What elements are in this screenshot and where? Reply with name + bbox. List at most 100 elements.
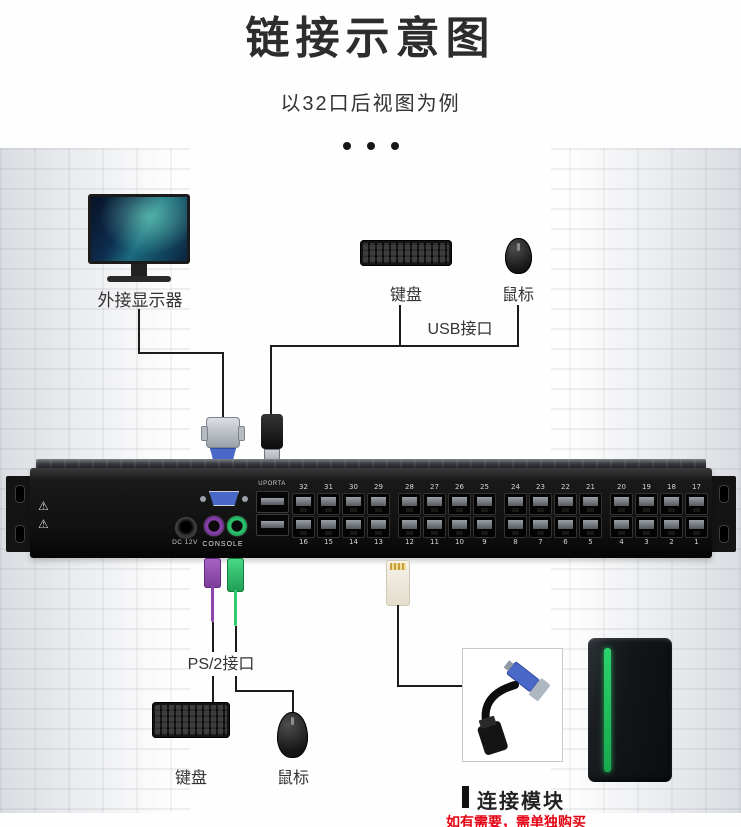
connector-line [399, 305, 401, 346]
port-number-top: 27 [430, 483, 439, 491]
port-number-bottom: 4 [619, 538, 624, 546]
ps2-keyboard-cable [211, 586, 214, 622]
ps2-mouse-port [226, 515, 248, 537]
dc-power-jack [175, 517, 197, 539]
module-label-bar [462, 786, 469, 808]
rj45-port [423, 516, 446, 538]
port-number-top: 20 [617, 483, 626, 491]
console-usb-port-2 [256, 514, 289, 536]
connection-module-image [462, 648, 563, 762]
connector-line [212, 622, 214, 652]
port-number-bottom: 14 [349, 538, 358, 546]
module-label: 连接模块 [477, 791, 565, 813]
port-number-bottom: 9 [482, 538, 487, 546]
ps2-mouse-connector [227, 558, 244, 592]
rj45-port [504, 516, 527, 538]
rj45-port-column: 29 13 [367, 483, 390, 547]
rj45-port [660, 516, 683, 538]
port-number-top: 19 [642, 483, 651, 491]
rj45-port [448, 493, 471, 515]
mouse-top-label: 鼠标 [501, 287, 534, 304]
connector-line [222, 353, 224, 417]
rj45-port [398, 493, 421, 515]
mouse-bottom-icon [277, 712, 308, 758]
vga-connector-shell [201, 417, 245, 448]
keyboard-keys [363, 243, 449, 263]
port-number-top: 18 [667, 483, 676, 491]
vga-cable-connector [201, 417, 245, 467]
computer-tower-icon [588, 638, 672, 782]
mouse-wheel-icon [291, 717, 294, 725]
connector-line [292, 690, 294, 713]
warning-icon: ⚠ [38, 517, 49, 531]
rj45-port [554, 516, 577, 538]
mouse-top-icon [505, 238, 532, 274]
connector-line [138, 352, 224, 354]
module-purchase-note: 如有需要，需单独购买 [446, 814, 586, 827]
port-number-bottom: 3 [644, 538, 649, 546]
port-number-bottom: 5 [588, 538, 593, 546]
rj45-port [367, 493, 390, 515]
port-number-top: 22 [561, 483, 570, 491]
rj45-port [342, 493, 365, 515]
rj45-port [292, 516, 315, 538]
rj45-port [342, 516, 365, 538]
rj45-port [473, 516, 496, 538]
port-number-bottom: 13 [374, 538, 383, 546]
rj45-port [398, 516, 421, 538]
port-number-top: 17 [692, 483, 701, 491]
rj45-port [367, 516, 390, 538]
port-number-top: 24 [511, 483, 520, 491]
console-vga-port [199, 487, 249, 511]
port-number-bottom: 8 [513, 538, 518, 546]
mouse-bottom-label: 鼠标 [276, 770, 309, 787]
port-number-top: 30 [349, 483, 358, 491]
monitor-stand-neck [131, 264, 147, 276]
rj45-port [660, 493, 683, 515]
keyboard-keys [155, 705, 227, 735]
warning-icon: ⚠ [38, 499, 49, 513]
dc-power-label: DC 12V [172, 539, 198, 546]
decorative-dots [0, 137, 741, 155]
rj45-port [554, 493, 577, 515]
usb-port-label: USB接口 [427, 321, 493, 338]
rj45-port [529, 493, 552, 515]
connector-line [397, 605, 399, 686]
port-number-top: 23 [536, 483, 545, 491]
port-number-bottom: 15 [324, 538, 333, 546]
port-number-top: 26 [455, 483, 464, 491]
keyboard-top-icon [360, 240, 452, 266]
connector-line [270, 345, 519, 347]
kvm-top-edge [36, 459, 706, 470]
port-number-bottom: 6 [563, 538, 568, 546]
kvm-dongle-icon [477, 660, 550, 755]
connector-line [235, 626, 237, 652]
rack-mount-ear-right [710, 476, 736, 552]
rj45-port-column: 30 14 [342, 483, 365, 547]
port-number-top: 31 [324, 483, 333, 491]
ps2-mouse-cable [234, 590, 237, 626]
keyboard-top-label: 键盘 [389, 287, 422, 304]
port-number-top: 29 [374, 483, 383, 491]
rj45-port-column: 20 4 [610, 483, 633, 547]
vga-dsub-icon [209, 491, 239, 506]
rj45-port [292, 493, 315, 515]
port-number-top: 28 [405, 483, 414, 491]
rj45-port [579, 516, 602, 538]
rj45-port [610, 493, 633, 515]
monitor-label: 外接显示器 [97, 291, 183, 310]
page-title: 链接示意图 [245, 14, 496, 63]
usb-connector-body [261, 414, 283, 449]
monitor-icon [88, 194, 190, 282]
rj45-port [685, 493, 708, 515]
rj45-port [635, 493, 658, 515]
monitor-screen [88, 194, 190, 264]
rj45-port [317, 516, 340, 538]
